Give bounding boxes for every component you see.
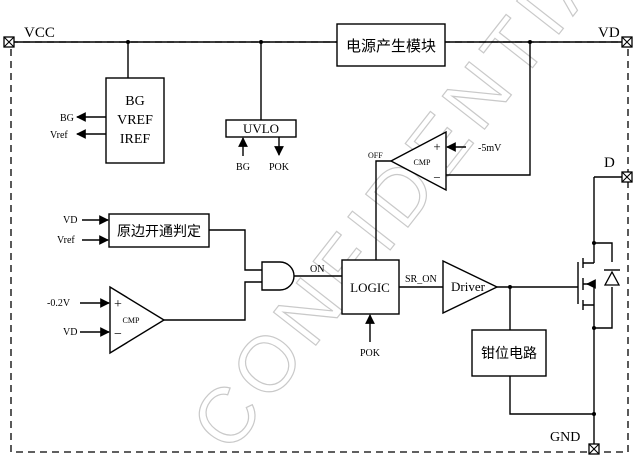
driver-block [442, 259, 499, 315]
vd-feedback-wire [446, 42, 531, 176]
body-diode [603, 269, 621, 286]
clamp-block [471, 329, 547, 377]
logic-pok-label: POK [360, 348, 381, 359]
vcc-taps [127, 42, 262, 120]
power-module-label: 电源产生模块 [346, 37, 436, 55]
judge-vd-label: VD [63, 215, 77, 226]
and-gate [261, 261, 295, 291]
pin-vcc [3, 36, 15, 48]
on-label: ON [310, 264, 324, 275]
bandgap-label-vref: VREF [117, 113, 153, 128]
cmp-to-and-wire [164, 281, 262, 321]
bandgap-label-iref: IREF [120, 132, 151, 147]
top-comparator-label: CMP [414, 158, 431, 167]
judge-to-and-wire [209, 229, 262, 271]
judge-vref-label: Vref [57, 235, 75, 246]
logic-label: LOGIC [350, 280, 390, 295]
pin-vd [621, 36, 633, 48]
uvlo-label: UVLO [243, 121, 279, 136]
pin-d-label: D [604, 155, 615, 171]
neg5mv-label: -5mV [478, 143, 502, 154]
driver-label: Driver [451, 279, 486, 294]
vref-output-label: Vref [50, 130, 68, 141]
off-wire [375, 160, 391, 260]
bg-output-label: BG [60, 113, 74, 124]
pin-gnd-label: GND [550, 430, 580, 445]
clamp-label: 钳位电路 [481, 346, 537, 362]
bottom-comparator-plus: + [114, 297, 122, 312]
uvlo-block [225, 119, 297, 138]
bandgap-label-bg: BG [125, 94, 144, 109]
uvlo-pok-label: POK [269, 162, 290, 173]
logic-block [341, 259, 400, 315]
top-comparator-plus: + [433, 139, 440, 154]
pin-d [621, 171, 633, 183]
power-module-block [336, 23, 446, 67]
off-label: OFF [368, 151, 383, 160]
top-comparator-minus: − [433, 170, 440, 185]
bottom-comparator-label: CMP [123, 316, 140, 325]
bottom-comparator-minus: − [114, 327, 122, 342]
top-comparator [389, 130, 447, 192]
pin-vcc-label: VCC [24, 25, 55, 41]
bandgap-block [105, 77, 165, 164]
uvlo-bg-label: BG [236, 162, 250, 173]
sr-on-label: SR_ON [405, 274, 437, 285]
power-mosfet [577, 176, 622, 444]
clamp-gnd-wire [509, 376, 594, 415]
pin-vd-label: VD [598, 25, 620, 41]
cmp2-vd-label: VD [63, 327, 77, 338]
chip-boundary [10, 41, 629, 453]
pin-gnd [588, 443, 600, 455]
neg02v-label: -0.2V [47, 298, 71, 309]
bottom-comparator [109, 285, 166, 355]
primary-judge-label: 原边开通判定 [117, 224, 201, 240]
